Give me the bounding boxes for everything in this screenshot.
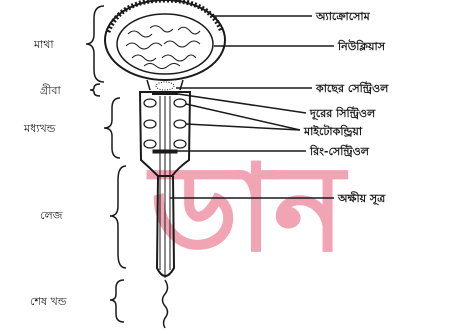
bracket-end bbox=[110, 280, 124, 322]
bracket-neck bbox=[90, 84, 100, 96]
label-acrosome: অ্যাক্রোসোম bbox=[315, 10, 371, 23]
watermark-text: ডান bbox=[146, 138, 349, 279]
nucleus-shape bbox=[117, 14, 213, 74]
pointer-mitochondria-1 bbox=[186, 104, 300, 130]
nucleus-texture bbox=[126, 26, 200, 69]
bracket-middle bbox=[104, 98, 120, 158]
label-end-piece: শেষ খন্ড bbox=[30, 295, 67, 308]
pointer-mitochondria-2 bbox=[186, 124, 300, 130]
label-nucleus: নিউক্লিয়াস bbox=[337, 39, 386, 53]
proximal-centriole-dots bbox=[156, 82, 174, 90]
end-piece bbox=[163, 280, 168, 328]
left-labels: মাথা গ্রীবা মধ্যখন্ড লেজ শেষ খন্ড bbox=[23, 38, 67, 308]
bracket-head bbox=[86, 6, 104, 82]
watermark: ডান bbox=[146, 138, 349, 279]
label-tail: লেজ bbox=[40, 209, 63, 222]
label-middle-piece: মধ্যখন্ড bbox=[23, 122, 56, 135]
label-proximal-centriole: কাছের সেন্ট্রিওল bbox=[315, 81, 389, 95]
pointer-distal-centriole bbox=[178, 94, 306, 113]
label-axial-filament: অক্ষীয় সূত্র bbox=[337, 191, 386, 206]
label-ring-centriole: রিং-সেন্ট্রিওল bbox=[309, 144, 370, 158]
label-neck: গ্রীবা bbox=[40, 84, 62, 97]
label-mitochondria: মাইটোকন্ড্রিয়া bbox=[303, 124, 363, 138]
label-distal-centriole: দূরের সিন্ট্রিওল bbox=[309, 106, 376, 121]
bracket-tail bbox=[110, 166, 126, 268]
label-head: মাথা bbox=[33, 38, 54, 51]
